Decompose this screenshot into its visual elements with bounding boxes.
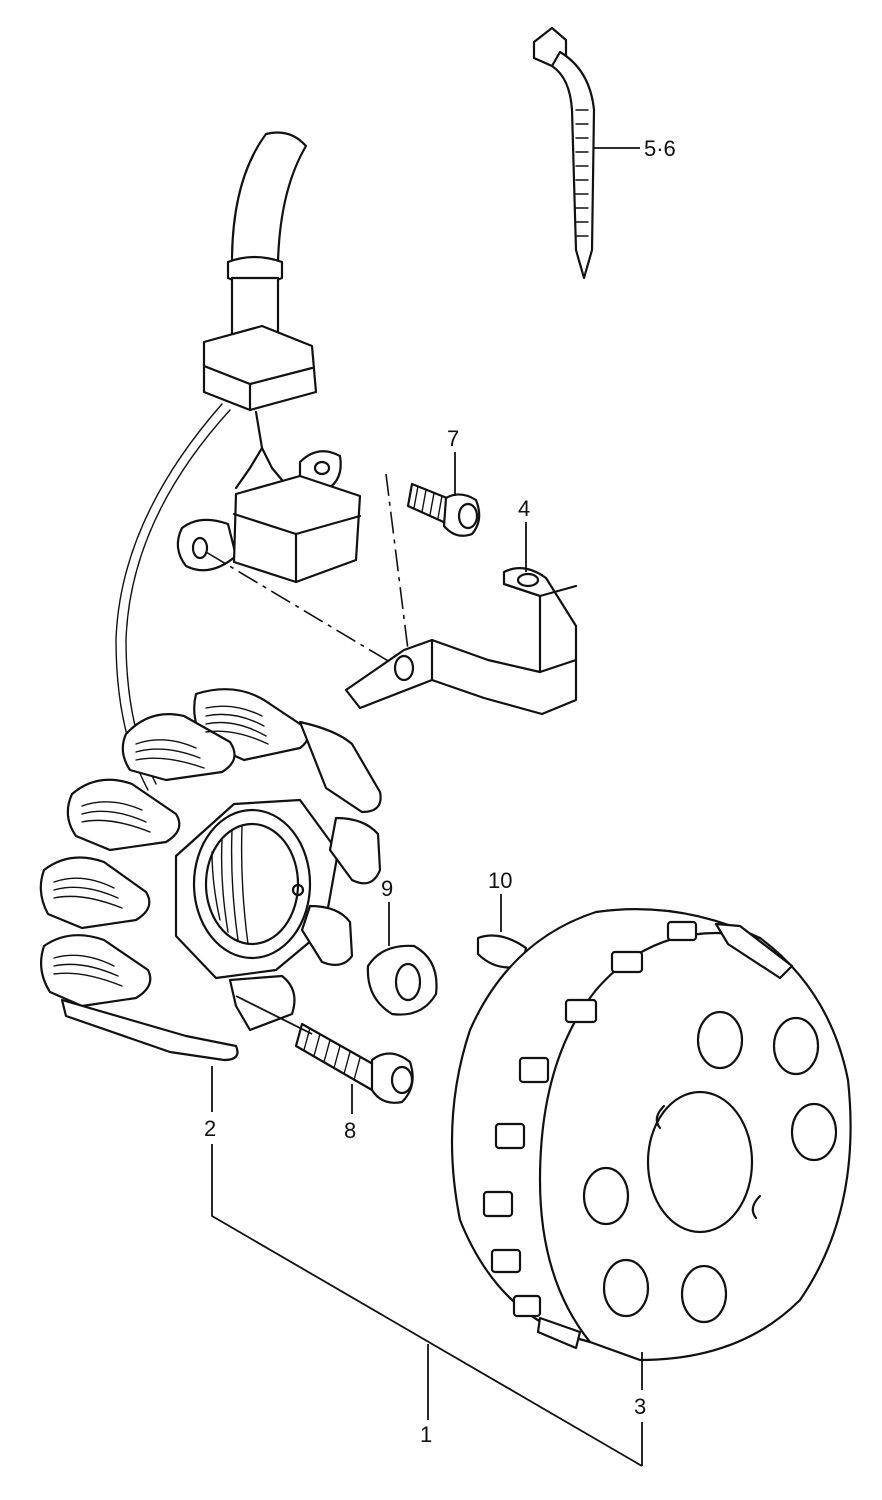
label-part-4: 4	[518, 496, 530, 521]
collar-part-9[interactable]	[366, 944, 438, 1016]
label-part-9: 9	[381, 876, 393, 901]
pickup-coil	[176, 450, 362, 584]
label-part-2: 2	[204, 1116, 216, 1141]
wire-harness	[115, 131, 318, 791]
label-part-1: 1	[420, 1422, 432, 1447]
bracket-part-4[interactable]	[344, 567, 578, 716]
bolt-part-8[interactable]	[294, 1022, 414, 1104]
cable-tie-part[interactable]	[532, 26, 596, 280]
rotor-part-3[interactable]	[450, 908, 852, 1362]
screw-part-7[interactable]	[406, 482, 481, 537]
label-part-10: 10	[488, 868, 512, 893]
stator-part-2[interactable]	[39, 688, 382, 1062]
label-part-7: 7	[447, 426, 459, 451]
label-part-5-6: 5·6	[644, 136, 676, 161]
label-part-8: 8	[344, 1118, 356, 1143]
assembly-leader-part-1	[211, 1144, 643, 1467]
label-part-3: 3	[634, 1394, 646, 1419]
